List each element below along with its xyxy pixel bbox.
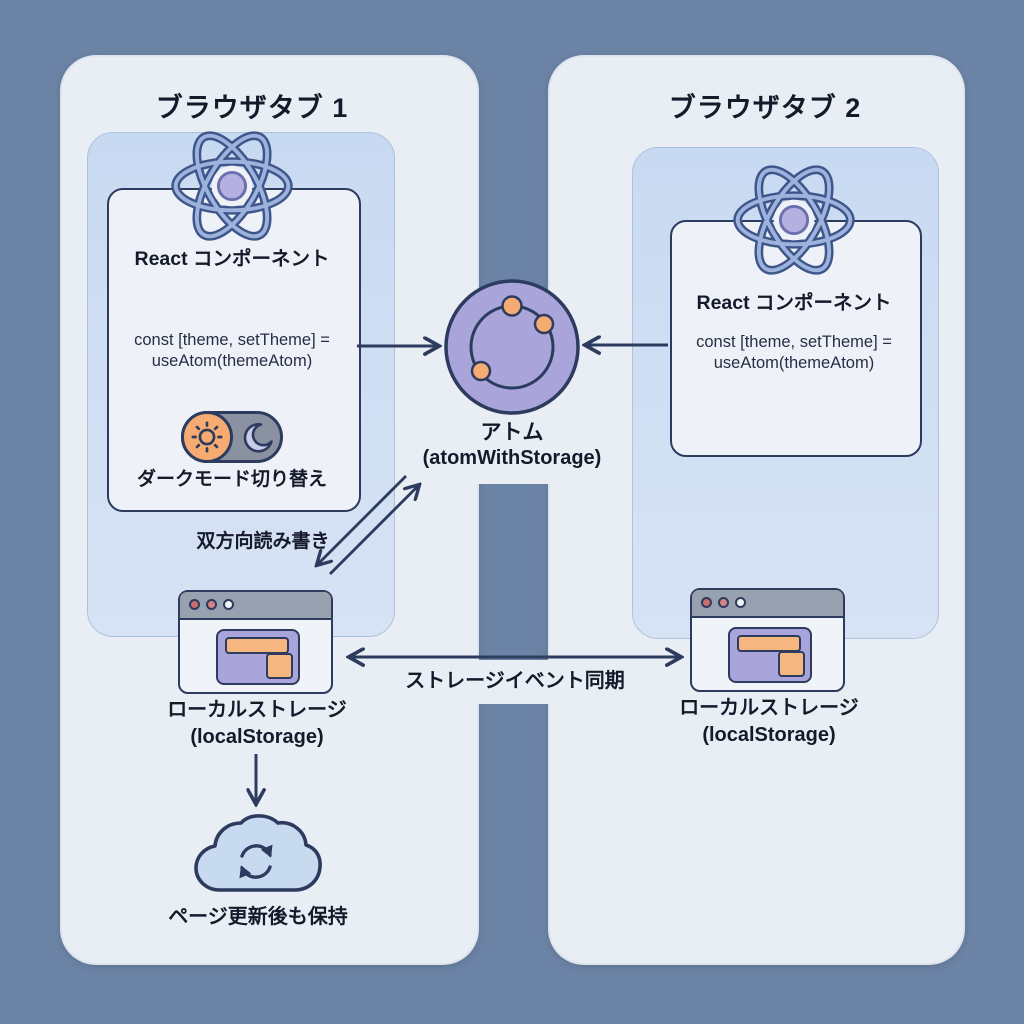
code-line: const [theme, setTheme] = (134, 331, 330, 349)
persist-label: ページ更新後も保持 (168, 906, 348, 928)
storage-entry-bar (225, 637, 289, 654)
code-line: const [theme, setTheme] = (696, 333, 892, 351)
sun-icon (181, 411, 233, 463)
code-line: useAtom(themeAtom) (713, 354, 875, 373)
storage-content-block (216, 629, 300, 685)
window-controls-icon (189, 599, 234, 610)
browser-window-icon (690, 588, 845, 692)
atom-label-en: (atomWithStorage) (422, 447, 602, 469)
bidirectional-rw-label: 双方向読み書き (196, 531, 330, 552)
tab2-storage-label: ローカルストレージ (localStorage) (659, 695, 879, 749)
code-line: useAtom(themeAtom) (151, 352, 313, 371)
dark-mode-toggle (181, 411, 283, 463)
atom-label-ja: アトム (480, 421, 544, 444)
tab1-component-heading: React コンポーネント (134, 248, 330, 270)
storage-label-ja: ローカルストレージ (167, 699, 347, 721)
react-logo-icon (733, 165, 855, 275)
moon-icon (241, 421, 275, 455)
storage-label-en: (localStorage) (702, 724, 836, 746)
tab2-title: ブラウザタブ 2 (668, 93, 862, 123)
atom-label: アトム (atomWithStorage) (397, 420, 627, 471)
tab1-title: ブラウザタブ 1 (155, 93, 349, 123)
storage-entry-square (266, 653, 293, 679)
tab2-component-heading: React コンポーネント (696, 292, 892, 314)
storage-label-en: (localStorage) (190, 726, 324, 748)
tab2-component-code: const [theme, setTheme] = useAtom(themeA… (670, 332, 918, 375)
storage-entry-bar (737, 635, 801, 652)
tab1-storage-label: ローカルストレージ (localStorage) (147, 697, 367, 751)
window-titlebar (692, 590, 843, 618)
window-titlebar (180, 592, 331, 620)
storage-label-ja: ローカルストレージ (679, 697, 859, 719)
react-logo-icon (171, 131, 293, 241)
browser-window-icon (178, 590, 333, 694)
window-controls-icon (701, 597, 746, 608)
tab1-component-code: const [theme, setTheme] = useAtom(themeA… (107, 330, 357, 373)
sync-label: ストレージイベント同期 (405, 670, 625, 692)
toggle-label: ダークモード切り替え (136, 469, 327, 490)
storage-content-block (728, 627, 812, 683)
storage-entry-square (778, 651, 805, 677)
panel-bridge-sync (474, 660, 552, 704)
